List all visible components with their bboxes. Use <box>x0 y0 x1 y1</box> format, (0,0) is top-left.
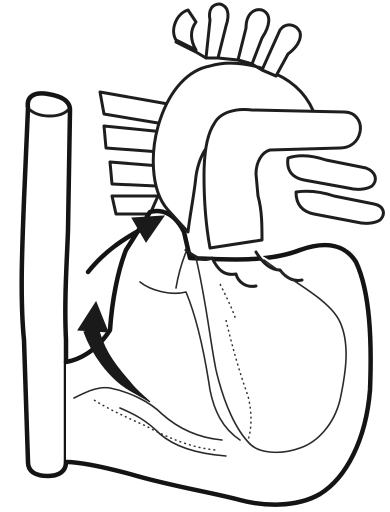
vena-cava <box>22 93 70 476</box>
heart-outer-wall <box>66 211 371 505</box>
pulmonary-branches <box>288 156 384 223</box>
vena-cava-opening <box>30 110 68 116</box>
